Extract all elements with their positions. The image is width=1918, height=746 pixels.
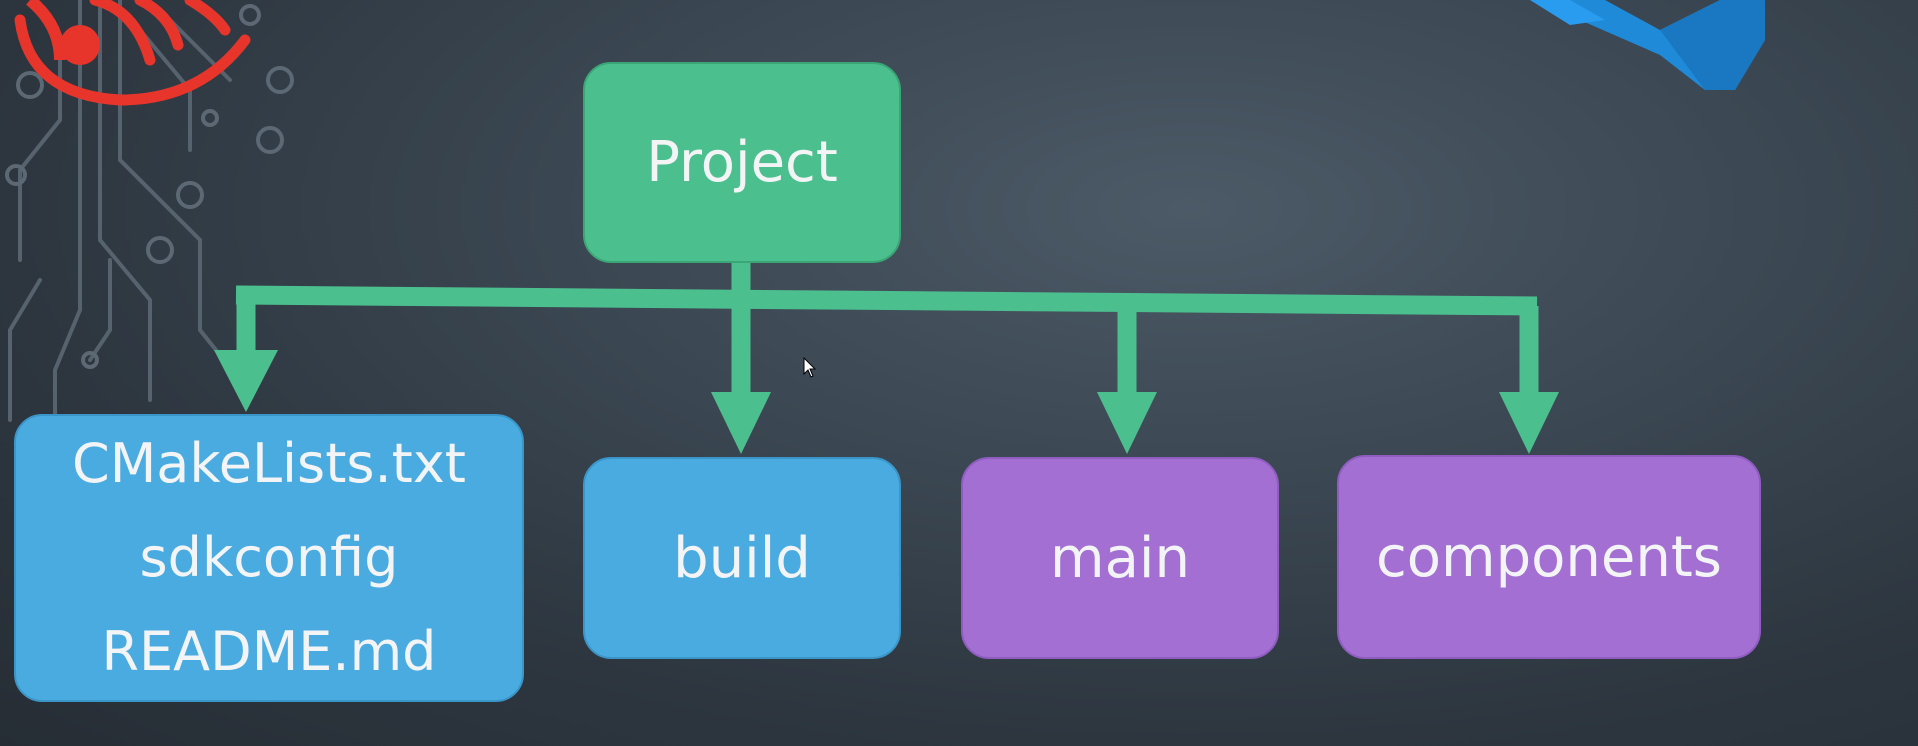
arrowhead-build: [711, 392, 771, 454]
file-readme: README.md: [101, 620, 437, 683]
connector-bus: [235, 285, 1538, 316]
connector-lines: [235, 263, 1539, 392]
file-sdkconfig: sdkconfig: [139, 526, 399, 589]
node-main: main: [961, 457, 1279, 659]
node-components: components: [1337, 455, 1761, 659]
node-project-label: Project: [646, 130, 838, 195]
arrowhead-root-files: [214, 350, 278, 412]
node-build: build: [583, 457, 901, 659]
arrowhead-components: [1499, 392, 1559, 454]
node-components-label: components: [1376, 524, 1722, 590]
vscode-logo-icon: [1530, 0, 1765, 90]
mouse-cursor-icon: [803, 357, 817, 378]
node-root-files: CMakeLists.txt sdkconfig README.md: [14, 414, 524, 702]
arrowhead-main: [1097, 392, 1157, 454]
file-cmakelists: CMakeLists.txt: [72, 432, 466, 495]
node-project: Project: [583, 62, 901, 263]
node-main-label: main: [1050, 525, 1190, 591]
node-build-label: build: [673, 525, 811, 591]
espressif-logo-icon: [14, 0, 251, 106]
